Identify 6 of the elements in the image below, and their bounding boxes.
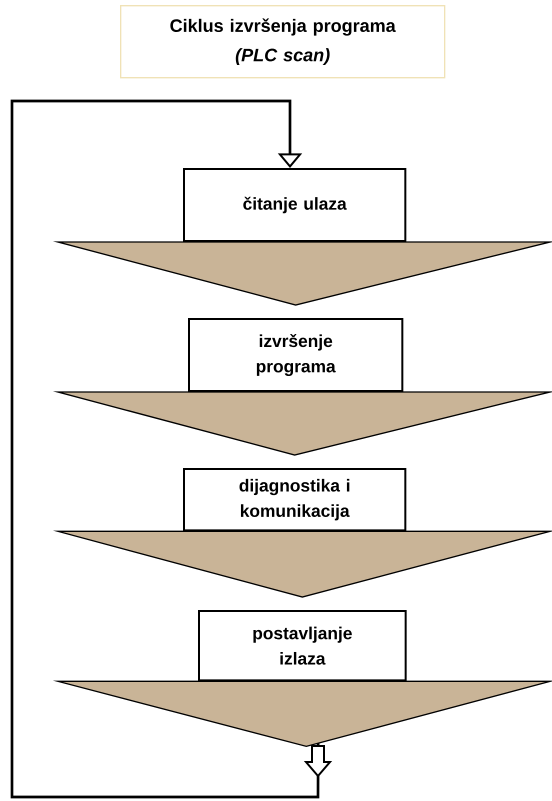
process-box: dijagnostika i komunikacija xyxy=(183,468,406,532)
process-box: postavljanje izlaza xyxy=(198,610,407,682)
loop-arrow xyxy=(10,100,332,798)
process-box: izvršenje programa xyxy=(188,318,404,392)
title-box: Ciklus izvršenja programa (PLC scan) xyxy=(120,5,446,78)
process-box: čitanje ulaza xyxy=(183,168,406,242)
